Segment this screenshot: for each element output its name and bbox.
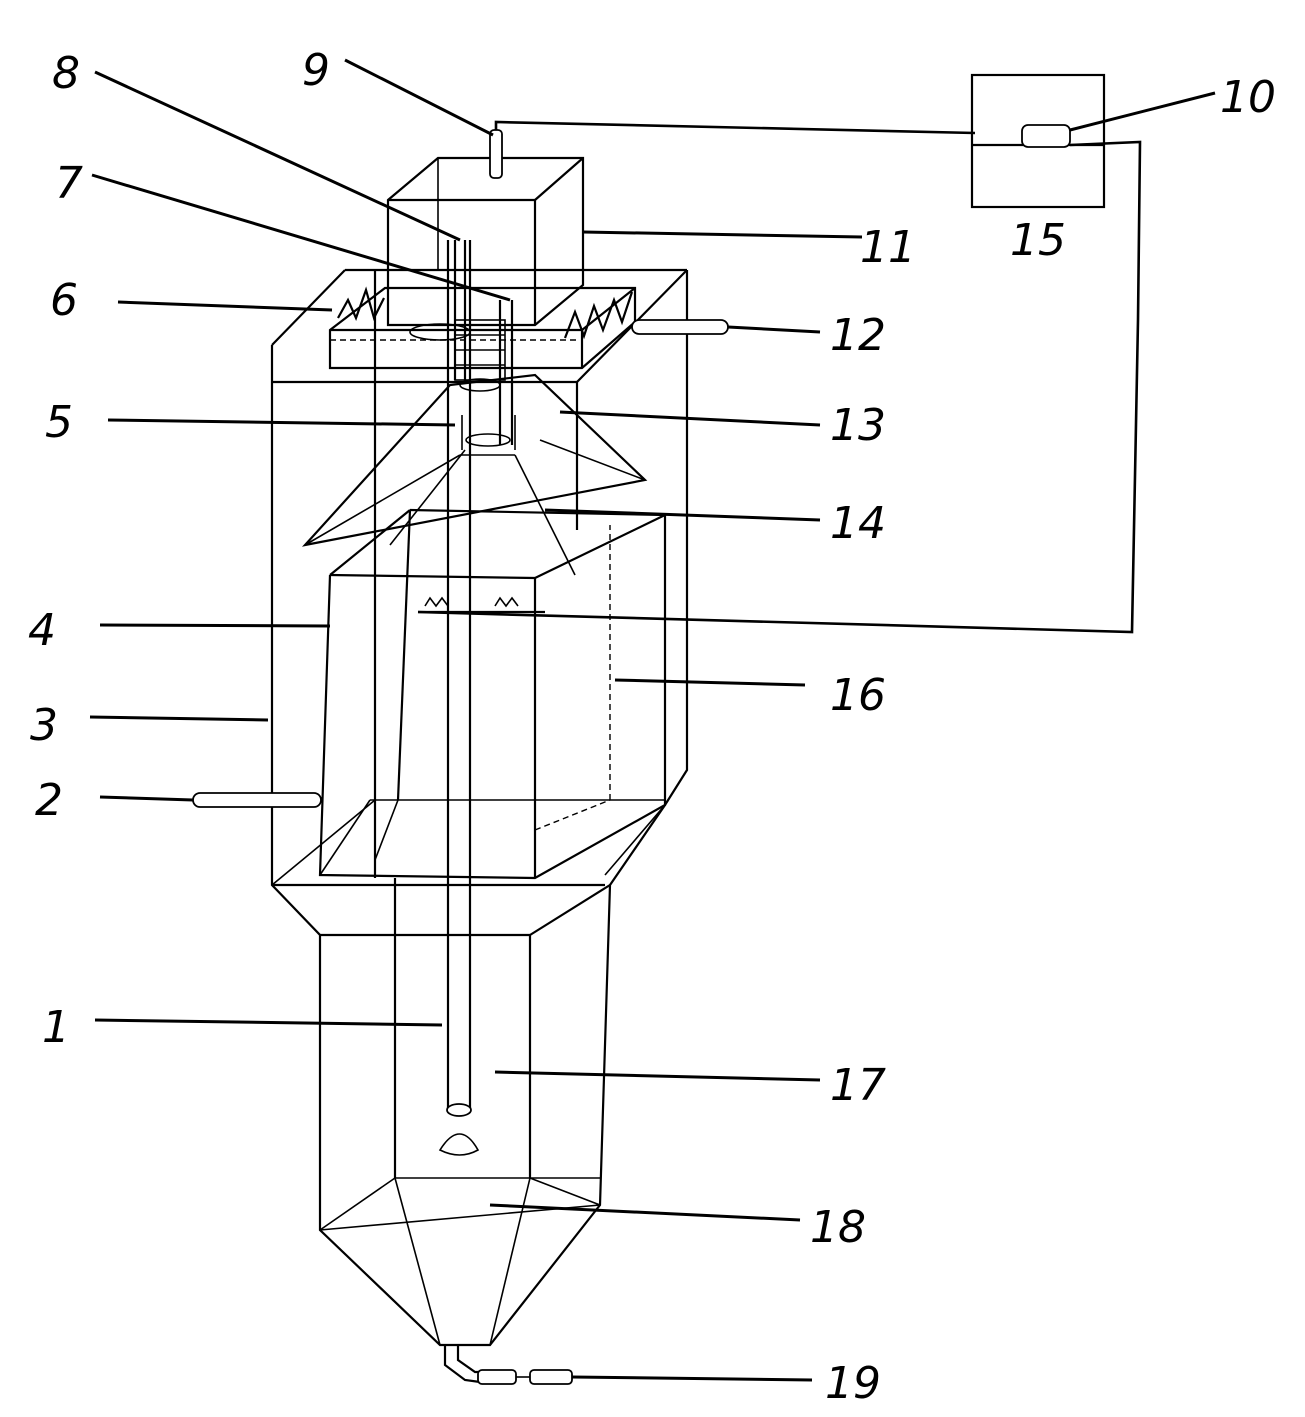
label-4: 4 bbox=[28, 605, 56, 656]
label-10: 10 bbox=[1220, 72, 1276, 123]
outlet-pipe-12 bbox=[631, 319, 729, 335]
label-17: 17 bbox=[830, 1060, 886, 1111]
cone-hoppers bbox=[301, 373, 648, 576]
wiring bbox=[417, 120, 1142, 634]
outer-shell bbox=[270, 268, 689, 1347]
top-box bbox=[386, 156, 585, 327]
label-1: 1 bbox=[42, 1002, 70, 1053]
label-16: 16 bbox=[830, 670, 886, 721]
label-3: 3 bbox=[30, 700, 58, 751]
label-6: 6 bbox=[50, 275, 78, 326]
label-15: 15 bbox=[1010, 215, 1066, 266]
central-tubes bbox=[438, 240, 514, 1156]
label-7: 7 bbox=[55, 158, 83, 209]
label-18: 18 bbox=[810, 1202, 866, 1253]
label-2: 2 bbox=[35, 775, 63, 826]
inlet-pipe-2 bbox=[192, 792, 322, 808]
controller-box-15 bbox=[970, 73, 1106, 209]
label-11: 11 bbox=[860, 222, 916, 273]
label-8: 8 bbox=[52, 48, 80, 99]
part-labels: 8 9 7 10 11 15 6 12 5 13 14 4 16 3 2 1 1… bbox=[28, 45, 1276, 1409]
label-19: 19 bbox=[825, 1358, 881, 1409]
leader-lines bbox=[89, 58, 1216, 1382]
bottom-outlet-19 bbox=[443, 1345, 573, 1385]
probe-9 bbox=[489, 129, 503, 179]
label-12: 12 bbox=[830, 310, 886, 361]
label-14: 14 bbox=[830, 498, 886, 549]
label-13: 13 bbox=[830, 400, 886, 451]
label-9: 9 bbox=[302, 45, 330, 96]
label-5: 5 bbox=[45, 397, 73, 448]
spray-nozzle-bar bbox=[418, 596, 545, 614]
inner-chamber bbox=[318, 508, 667, 880]
